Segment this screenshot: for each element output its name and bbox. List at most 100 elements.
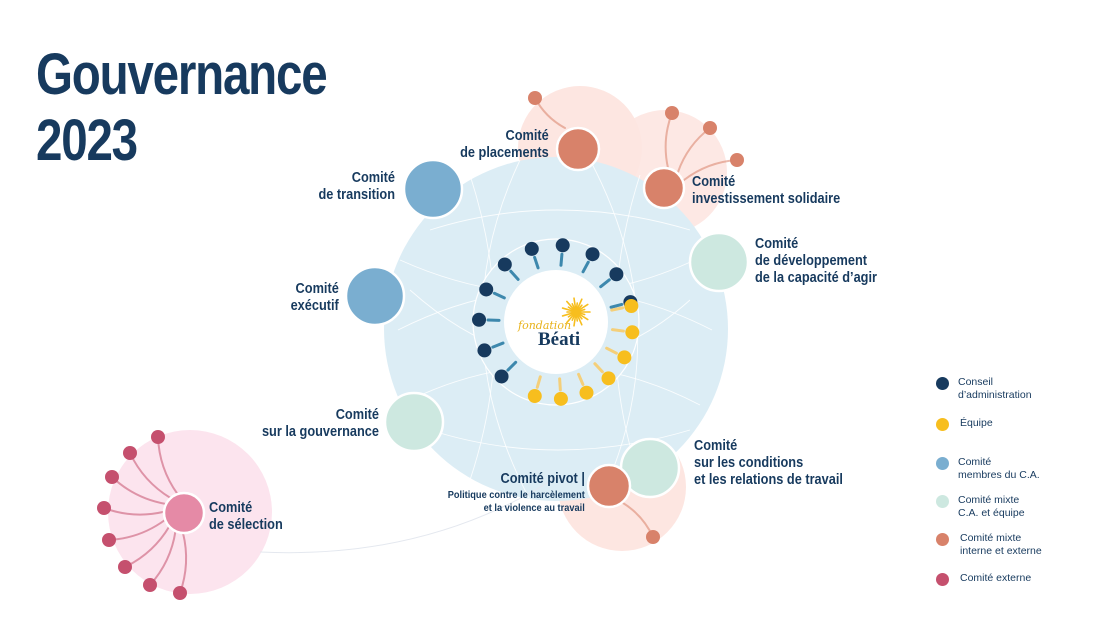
staff-member-dot — [617, 350, 632, 365]
sun-ray — [566, 313, 575, 324]
label-line: Comité pivot | — [500, 471, 585, 487]
legend-line: Conseil — [958, 376, 994, 388]
member-spoke — [593, 362, 604, 374]
logo-script: fondation — [517, 319, 571, 332]
network-arc — [429, 209, 691, 231]
sun-ray — [577, 313, 583, 320]
sun-ray — [561, 312, 574, 317]
sun-ray — [573, 314, 577, 327]
legend-dot — [936, 495, 949, 508]
label-developpement: Comité de développement de la capacité d… — [755, 236, 877, 287]
label-conditions: Comité sur les conditions et les relatio… — [694, 438, 843, 489]
sun-ray — [571, 313, 576, 321]
legend-line: Comité mixte — [960, 532, 1022, 544]
legend-dot — [936, 533, 949, 546]
member-spokes — [486, 252, 625, 392]
committee-nodes — [162, 126, 750, 535]
label-investissement: Comité investissement solidaire — [692, 174, 840, 208]
label-executif: Comité exécutif — [291, 281, 339, 315]
sun-ray — [566, 300, 575, 311]
investissement-external-dot — [703, 121, 717, 135]
member-spoke — [610, 306, 625, 312]
label-line: sur la gouvernance — [261, 424, 379, 440]
sun-ray — [577, 304, 583, 311]
label-line: et la violence au travail — [483, 502, 585, 514]
label-line: de placements — [460, 145, 549, 161]
member-spoke — [581, 260, 590, 274]
selection-external-dot — [102, 533, 116, 547]
sunburst-icon — [561, 297, 591, 327]
legend-text: Comité externe — [960, 572, 1031, 585]
selection-external-dot — [143, 578, 157, 592]
sun-ray — [573, 297, 577, 310]
label-line: Comité — [295, 281, 339, 297]
staff-member-dot — [624, 298, 639, 313]
label-line: Comité — [755, 236, 799, 252]
label-line: Comité — [694, 438, 738, 454]
selection-external-dot — [105, 470, 119, 484]
beati-logo: fondation Béati — [517, 297, 591, 350]
page-title-line2: 2023 — [36, 108, 138, 173]
label-line: de sélection — [209, 517, 283, 533]
legend-line: d’administration — [958, 389, 1032, 401]
pivot-external-dot — [646, 530, 660, 544]
member-spoke — [558, 377, 562, 392]
member-spoke — [533, 255, 540, 270]
board-member-dot — [497, 257, 512, 272]
member-spoke — [559, 252, 564, 267]
member-spoke — [492, 291, 506, 300]
legend-dot — [936, 418, 949, 431]
member-spoke — [535, 375, 542, 389]
label-transition: Comité de transition — [318, 170, 395, 204]
legend-item-mixte-ca: Comité mixte C.A. et équipe — [936, 494, 1025, 520]
placements-node — [555, 126, 601, 172]
label-line: sur les conditions — [694, 455, 804, 471]
legend-line: C.A. et équipe — [958, 507, 1025, 519]
sun-ray — [578, 312, 586, 316]
label-line: Comité — [335, 407, 379, 423]
sun-ray — [576, 313, 583, 326]
investissement-node — [642, 166, 686, 210]
label-line: Politique contre le harcèlement — [447, 489, 585, 501]
gouvernance-node — [383, 391, 445, 453]
board-member-dot — [555, 238, 570, 253]
pivot-node — [586, 463, 632, 509]
legend-item-externe: Comité externe — [936, 572, 1031, 586]
selection-external-dot — [97, 501, 111, 515]
satellite-dots — [97, 91, 744, 600]
member-spoke — [599, 278, 611, 289]
label-line: de transition — [318, 187, 395, 203]
legend-item-conseil: Conseil d’administration — [936, 376, 1032, 402]
legend-line: membres du C.A. — [958, 469, 1040, 481]
legend-text: Comité membres du C.A. — [958, 456, 1040, 482]
selection-external-dot — [118, 560, 132, 574]
label-line: de la capacité d’agir — [755, 270, 877, 286]
sun-ray — [575, 302, 579, 310]
logo-word: Béati — [538, 329, 580, 350]
board-member-dot — [585, 247, 600, 262]
legend-dot — [936, 377, 949, 390]
sun-center — [573, 309, 579, 315]
staff-member-dot — [553, 391, 568, 406]
label-selection: Comité de sélection — [209, 500, 283, 534]
transition-node — [402, 158, 464, 220]
label-line: Comité — [209, 500, 253, 516]
label-pivot-sub: Politique contre le harcèlement et la vi… — [448, 489, 585, 515]
legend-line: interne et externe — [960, 545, 1042, 557]
board-member-dot — [609, 267, 624, 282]
sun-ray — [575, 314, 579, 322]
legend-item-mixte-ext: Comité mixte interne et externe — [936, 532, 1042, 558]
staff-member-dot — [527, 389, 542, 404]
member-spoke — [506, 360, 518, 372]
staff-member-dot — [579, 385, 594, 400]
investissement-external-dot — [730, 153, 744, 167]
legend-text: Conseil d’administration — [958, 376, 1032, 402]
sun-ray — [578, 308, 586, 312]
sun-ray — [576, 298, 583, 311]
label-line: Comité — [505, 128, 549, 144]
member-spoke — [509, 269, 520, 281]
staff-member-dot — [625, 325, 640, 340]
selection-connector — [259, 474, 561, 554]
legend-line: Comité externe — [960, 572, 1032, 584]
